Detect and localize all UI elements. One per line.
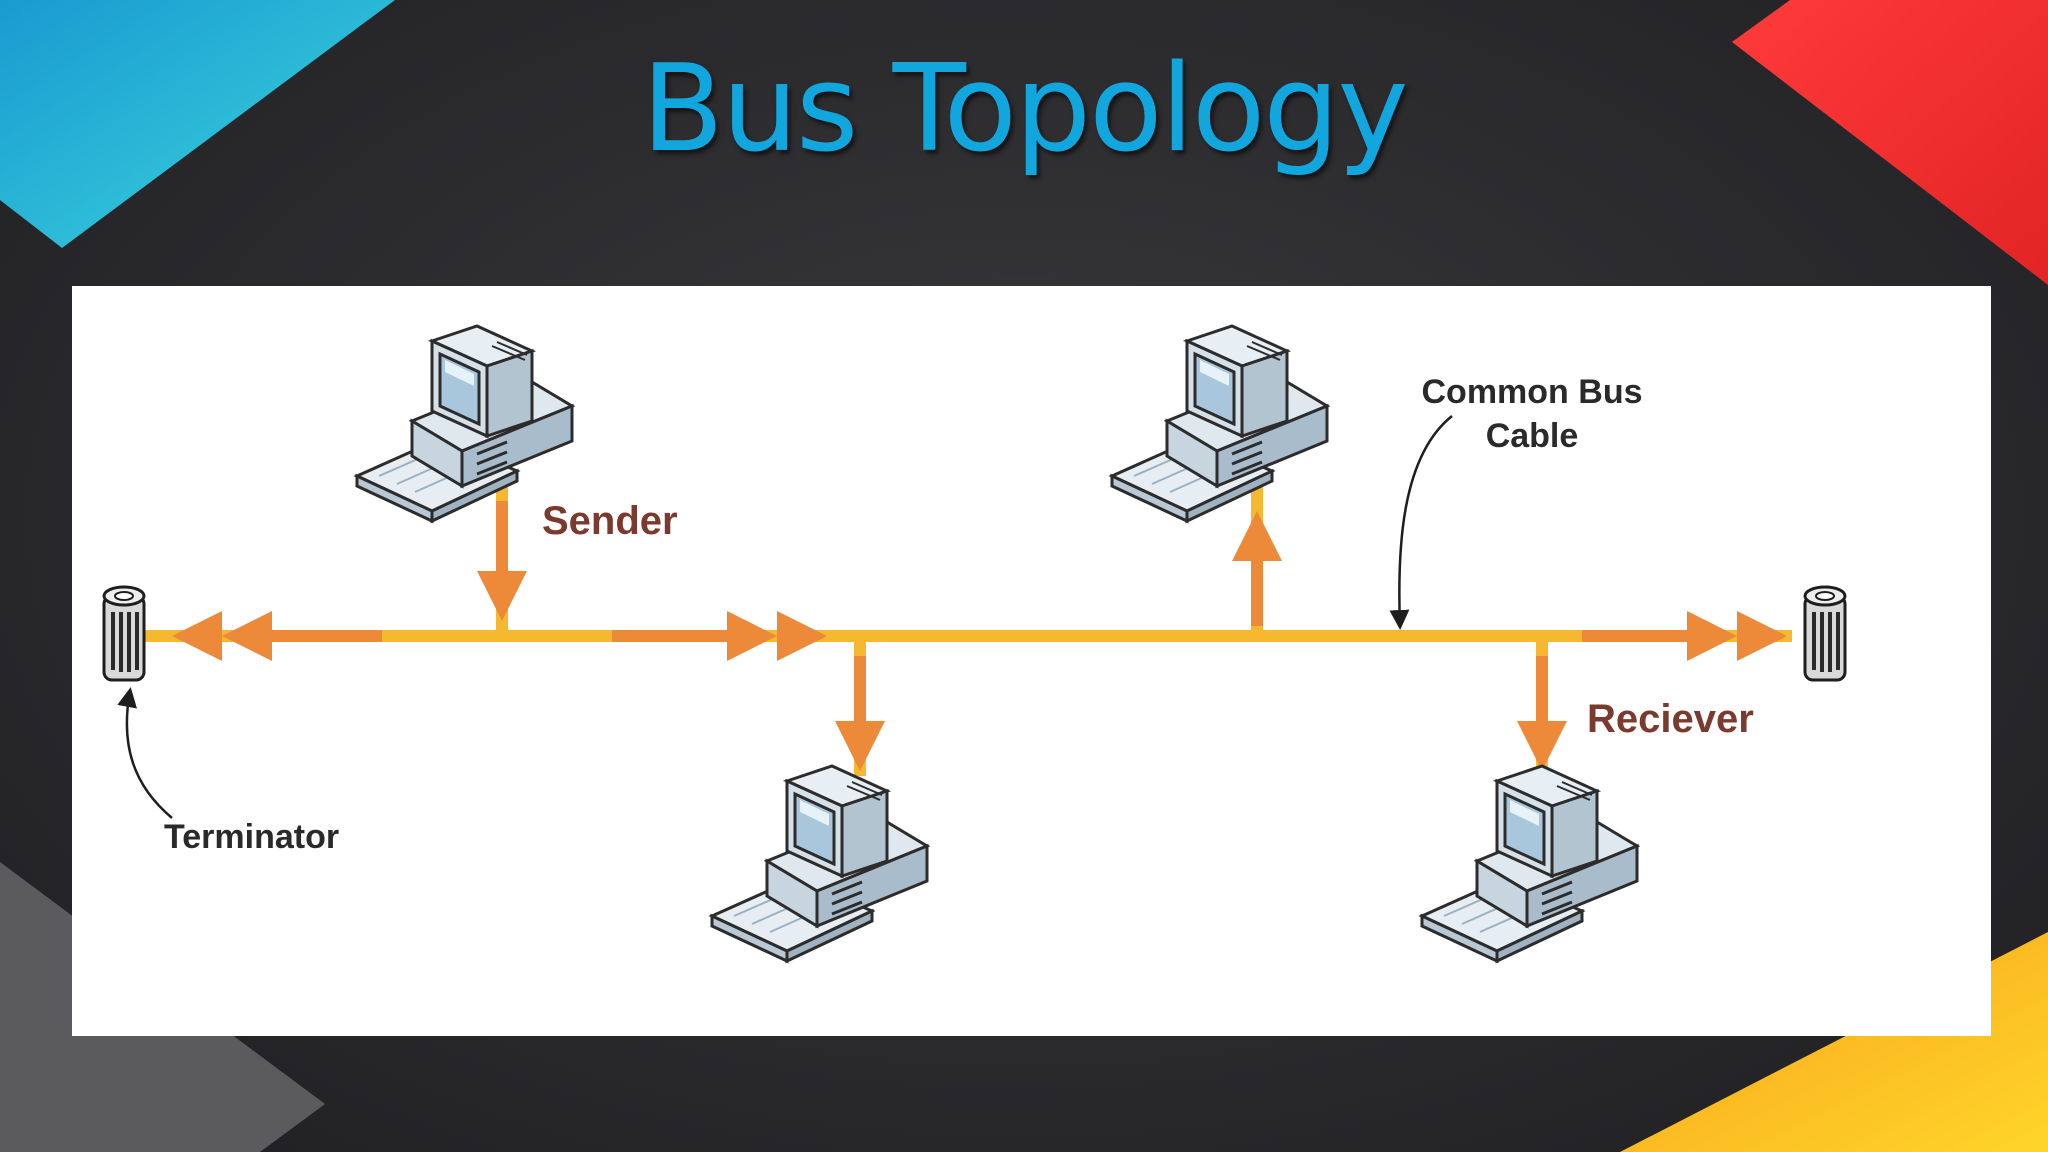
common-bus-cable-label-line2: Cable <box>1485 417 1579 455</box>
sender-computer <box>355 324 574 523</box>
left-terminator <box>102 585 146 682</box>
sender-label: Sender <box>542 499 678 543</box>
terminator-pointer <box>117 687 173 819</box>
signal-flow-arrows <box>172 501 1787 771</box>
receiver-label: Reciever <box>1587 697 1754 741</box>
teal-corner-shape <box>0 0 395 248</box>
terminator-label: Terminator <box>164 818 340 856</box>
top-right-computer <box>1110 324 1329 523</box>
page-title: Bus Topology <box>641 40 1409 179</box>
right-terminator <box>1803 585 1847 682</box>
common-bus-cable-label-line1: Common Bus <box>1421 373 1643 411</box>
common-bus-cable-pointer <box>1389 415 1453 630</box>
common-bus-cable-label: Common Bus Cable <box>1402 370 1662 458</box>
red-corner-shape <box>1732 0 2048 285</box>
bus-topology-diagram <box>102 324 1847 963</box>
receiver-computer <box>1420 764 1639 963</box>
diagram-panel: Sender Reciever Terminator Common Bus Ca… <box>72 286 1991 1036</box>
bottom-left-computer <box>710 764 929 963</box>
